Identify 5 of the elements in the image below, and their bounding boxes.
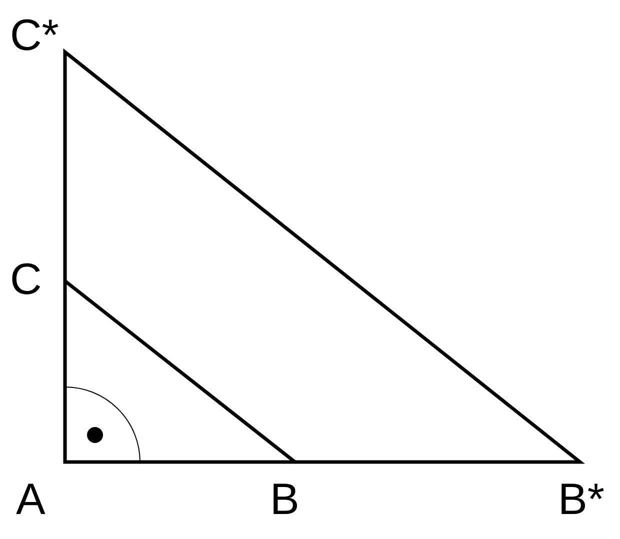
point-label: C (10, 258, 42, 302)
point-label: C* (10, 14, 59, 58)
point-label: B* (558, 478, 604, 522)
point-label: B (270, 478, 300, 522)
point-label: A (16, 478, 46, 522)
